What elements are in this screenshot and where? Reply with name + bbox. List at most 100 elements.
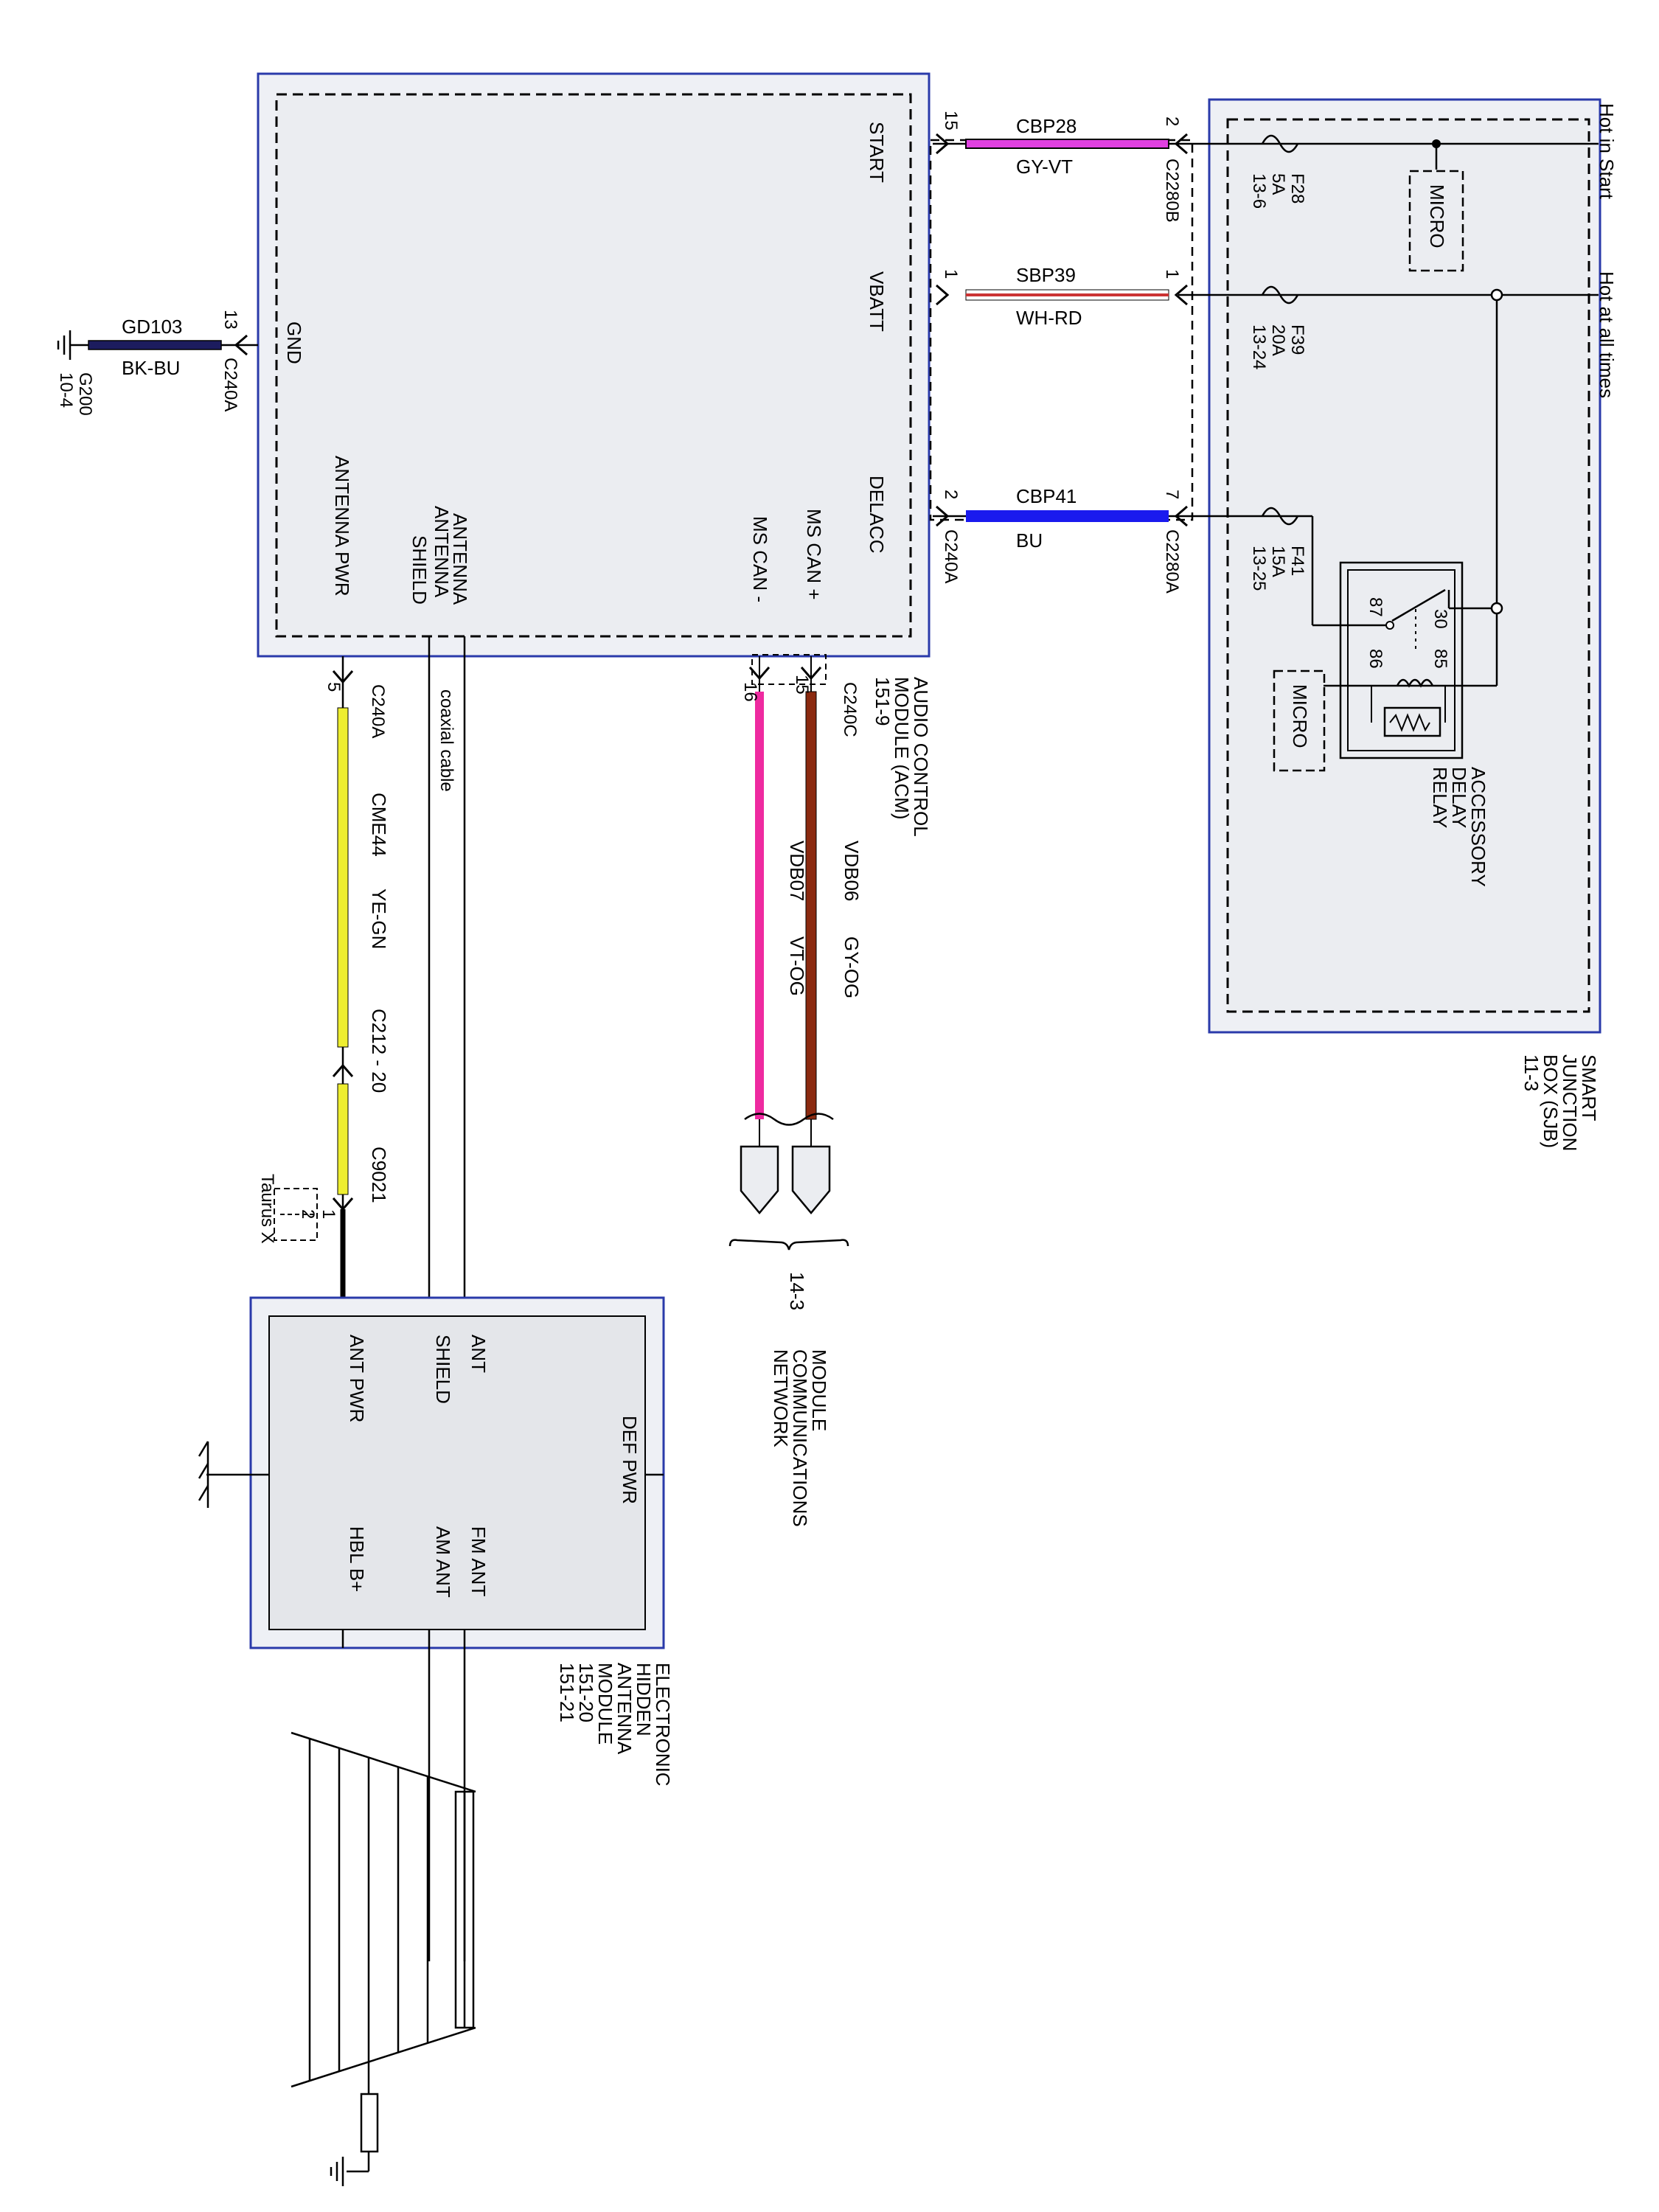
ms-can-minus-color-label: VT-OG <box>786 936 808 996</box>
gnd-color-label: BK-BU <box>122 357 180 379</box>
fuse-f39-rating: 20A <box>1268 324 1288 356</box>
junction-dot <box>1432 139 1441 148</box>
ehma-name-line6: 151-21 <box>556 1663 578 1722</box>
wire-vbatt-circuit: SBP39 <box>1016 264 1076 286</box>
relay-coil-icon <box>1396 678 1434 688</box>
fuse-f28-icon <box>1261 134 1299 153</box>
fuse-f41-ref: 13-25 <box>1249 546 1269 591</box>
chassis-ground-icon <box>198 1441 209 1508</box>
network-ref: 14-3 <box>786 1272 808 1310</box>
ehma-fm-ant-label: FM ANT <box>467 1526 490 1596</box>
taurus-pin1: 1 <box>319 1209 338 1219</box>
fuse-f28-name: F28 <box>1287 173 1307 204</box>
sjb-name-line2: JUNCTION <box>1559 1054 1581 1151</box>
sjb-micro-label: MICRO <box>1426 184 1448 248</box>
ehma-hbl-b-label: HBL B+ <box>346 1526 368 1592</box>
fuse-f41-rating: 15A <box>1268 546 1288 577</box>
ehma-name-line2: HIDDEN <box>633 1663 655 1736</box>
relay-inner-box <box>1347 569 1455 751</box>
fuse-f39-icon <box>1261 285 1299 305</box>
vbatt-pin-acm: 1 <box>941 269 961 279</box>
ehma-ant-pwr-label: ANT PWR <box>346 1335 368 1422</box>
connector-arrows <box>936 133 1188 527</box>
acm-name-line3: 151-9 <box>872 677 894 726</box>
relay-name-line3: RELAY <box>1429 767 1451 828</box>
ms-can-wires <box>728 654 849 1251</box>
relay-micro-box <box>1273 669 1326 772</box>
fuse-f41-icon <box>1261 507 1299 526</box>
ms-can-plus-arrow <box>800 667 822 681</box>
relay-pin-85: 85 <box>1430 649 1450 669</box>
ms-can-dashed <box>751 654 827 685</box>
antenna-pwr-pin: 5 <box>324 682 344 692</box>
ehma-name-line5: 151-20 <box>575 1663 597 1722</box>
acm-pin-start: START <box>866 122 888 183</box>
taurus-label: Taurus X <box>257 1174 277 1244</box>
hot-at-all-times-label: Hot at all times <box>1596 271 1618 398</box>
antenna-pwr-connector: C240A <box>368 684 388 738</box>
wire-vbatt-color-label: WH-RD <box>1016 307 1082 329</box>
antenna-pwr-connector2: C9021 <box>368 1147 390 1203</box>
rear-window-antenna-icon <box>291 1731 476 2186</box>
ms-can-plus-pin: 15 <box>792 675 812 695</box>
gnd-pin: 13 <box>220 310 240 330</box>
wire-delacc-circuit: CBP41 <box>1016 485 1077 507</box>
acm-pin-delacc: DELACC <box>866 476 888 553</box>
gnd-circuit <box>57 330 258 360</box>
ms-can-minus-circuit: VDB07 <box>786 841 808 901</box>
antenna-pwr-color-label: YE-GN <box>368 888 390 949</box>
antenna-pwr-arrow-3 <box>332 1197 354 1211</box>
acm-pin-antenna-shield: ANTENNA <box>431 506 453 598</box>
relay-resistor-icon <box>1389 713 1430 732</box>
ms-can-minus-pin: 16 <box>740 682 760 702</box>
relay-pin-30: 30 <box>1430 609 1450 629</box>
taurus-dashed-box <box>274 1188 318 1241</box>
relay-diode-box <box>1383 706 1441 737</box>
acm-pin-antenna-shield-2: SHIELD <box>408 535 431 605</box>
relay-outer-box <box>1339 561 1464 759</box>
sjb-name-line1: SMART <box>1578 1054 1600 1121</box>
relay-switch-arm <box>1391 588 1446 622</box>
acm-pin-vbatt: VBATT <box>866 271 888 332</box>
junction-dot <box>1490 602 1503 615</box>
acm-name-line1: AUDIO CONTROL <box>910 677 932 837</box>
start-pin-sjb: 2 <box>1162 116 1182 126</box>
wire-antenna-pwr-color-2 <box>337 1083 349 1195</box>
ehma-name-line4: MODULE <box>594 1663 616 1745</box>
ehma-am-ant-label: AM ANT <box>432 1526 454 1598</box>
ground-name: G200 <box>75 372 95 416</box>
coax-cable-label: coaxial cable <box>437 689 456 792</box>
sjb-module <box>1208 98 1601 1034</box>
junction-dot <box>1490 288 1503 302</box>
fuse-f39-ref: 13-24 <box>1249 324 1269 369</box>
vbatt-pin-sjb: 1 <box>1162 269 1182 279</box>
ehma-name-line3: ANTENNA <box>613 1663 636 1755</box>
hot-in-start-label: Hot in Start <box>1596 103 1618 200</box>
acm-pin-antenna-pwr: ANTENNA PWR <box>331 456 353 597</box>
ehma-name-line1: ELECTRONIC <box>652 1663 674 1787</box>
ehma-def-pwr-label: DEF PWR <box>619 1416 641 1504</box>
ehma-module <box>198 1296 665 1961</box>
wire-delacc <box>933 510 1178 522</box>
antenna-pwr-arrow-2 <box>332 1063 354 1077</box>
sjb-name-line4: 11-3 <box>1520 1054 1543 1091</box>
fuse-f39-name: F39 <box>1287 324 1307 355</box>
antenna-pwr-arrow-1 <box>332 670 354 684</box>
fuse-f28-ref: 13-6 <box>1249 173 1269 209</box>
ehma-inner-box <box>268 1315 646 1630</box>
relay-micro-label: MICRO <box>1289 684 1311 748</box>
acm-inner-dashed <box>275 93 912 638</box>
acm-name-line2: MODULE (ACM) <box>891 677 913 820</box>
accessory-delay-relay <box>1339 561 1464 759</box>
network-brace-icon <box>728 1239 849 1251</box>
network-name-line2: COMMUNICATIONS <box>789 1349 811 1527</box>
network-name-line3: NETWORK <box>770 1349 792 1448</box>
twisted-pair-icon <box>744 1113 834 1126</box>
relay-pin-87: 87 <box>1366 597 1385 617</box>
wire-vbatt <box>965 289 1169 301</box>
wire-delacc-color <box>966 510 1169 522</box>
antenna-wires <box>274 636 466 1299</box>
wire-start-color-label: GY-VT <box>1016 156 1073 178</box>
wire-gnd-color <box>88 340 222 350</box>
gnd-connector-arrow <box>234 334 248 356</box>
